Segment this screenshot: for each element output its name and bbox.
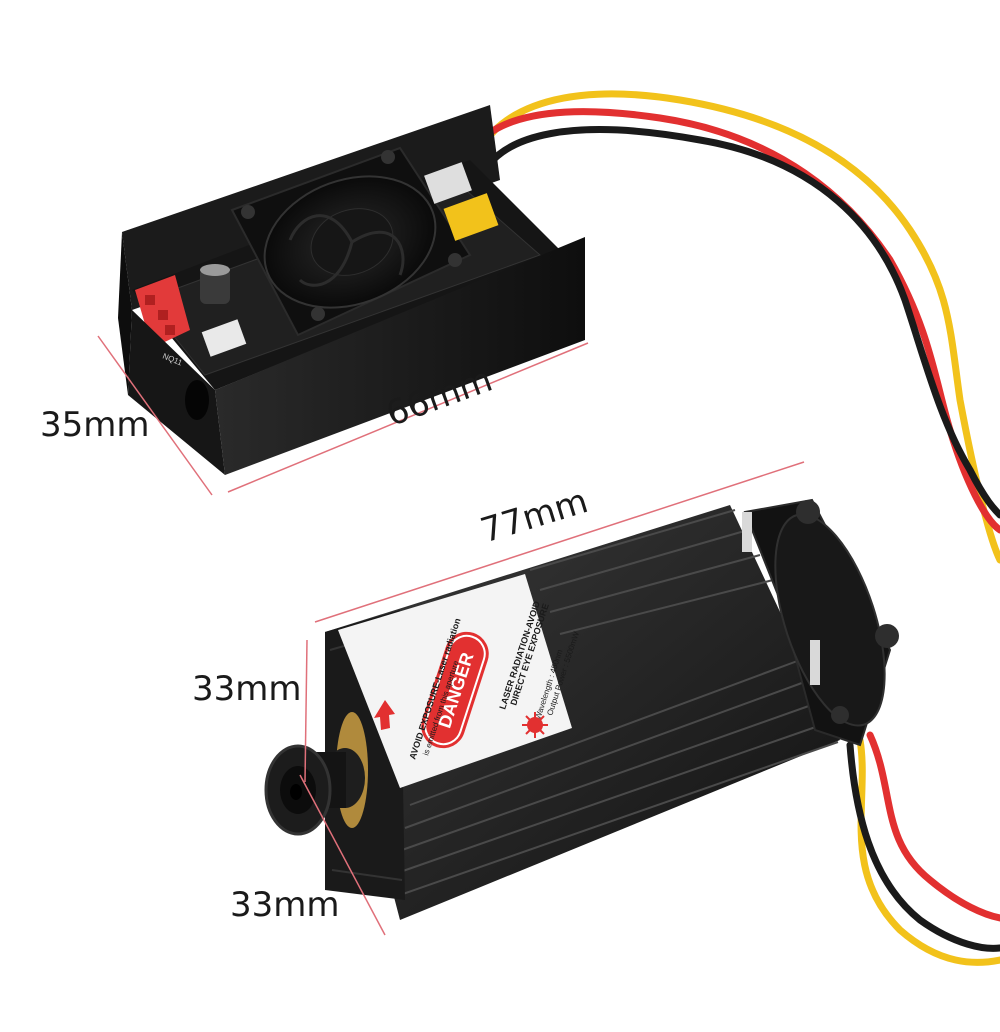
heatsink-fins bbox=[399, 509, 839, 896]
driver-housing: NQ11 bbox=[118, 105, 585, 475]
driver-fan bbox=[230, 146, 472, 337]
arrow-icon bbox=[374, 700, 395, 730]
module-dimension-lines bbox=[299, 461, 805, 936]
driver-depth-label: 35mm bbox=[40, 405, 150, 445]
module-width-label: 33mm bbox=[230, 885, 340, 925]
driver-dimension-lines bbox=[97, 335, 589, 496]
white-connector bbox=[201, 319, 247, 357]
module-fan bbox=[742, 498, 899, 747]
dc-jack bbox=[185, 380, 209, 420]
module-cable-bundle bbox=[846, 731, 1000, 966]
laser-module: DANGER AVOID EXPOSURE-Laser radiation is… bbox=[264, 498, 899, 920]
capacitor bbox=[200, 264, 230, 304]
laser-warning-label: DANGER AVOID EXPOSURE-Laser radiation is… bbox=[338, 574, 581, 788]
yellow-connector bbox=[424, 162, 499, 241]
laser-hazard-icon bbox=[522, 712, 548, 738]
driver-cable-bundle bbox=[458, 90, 1000, 564]
module-height-label: 33mm bbox=[192, 669, 302, 709]
